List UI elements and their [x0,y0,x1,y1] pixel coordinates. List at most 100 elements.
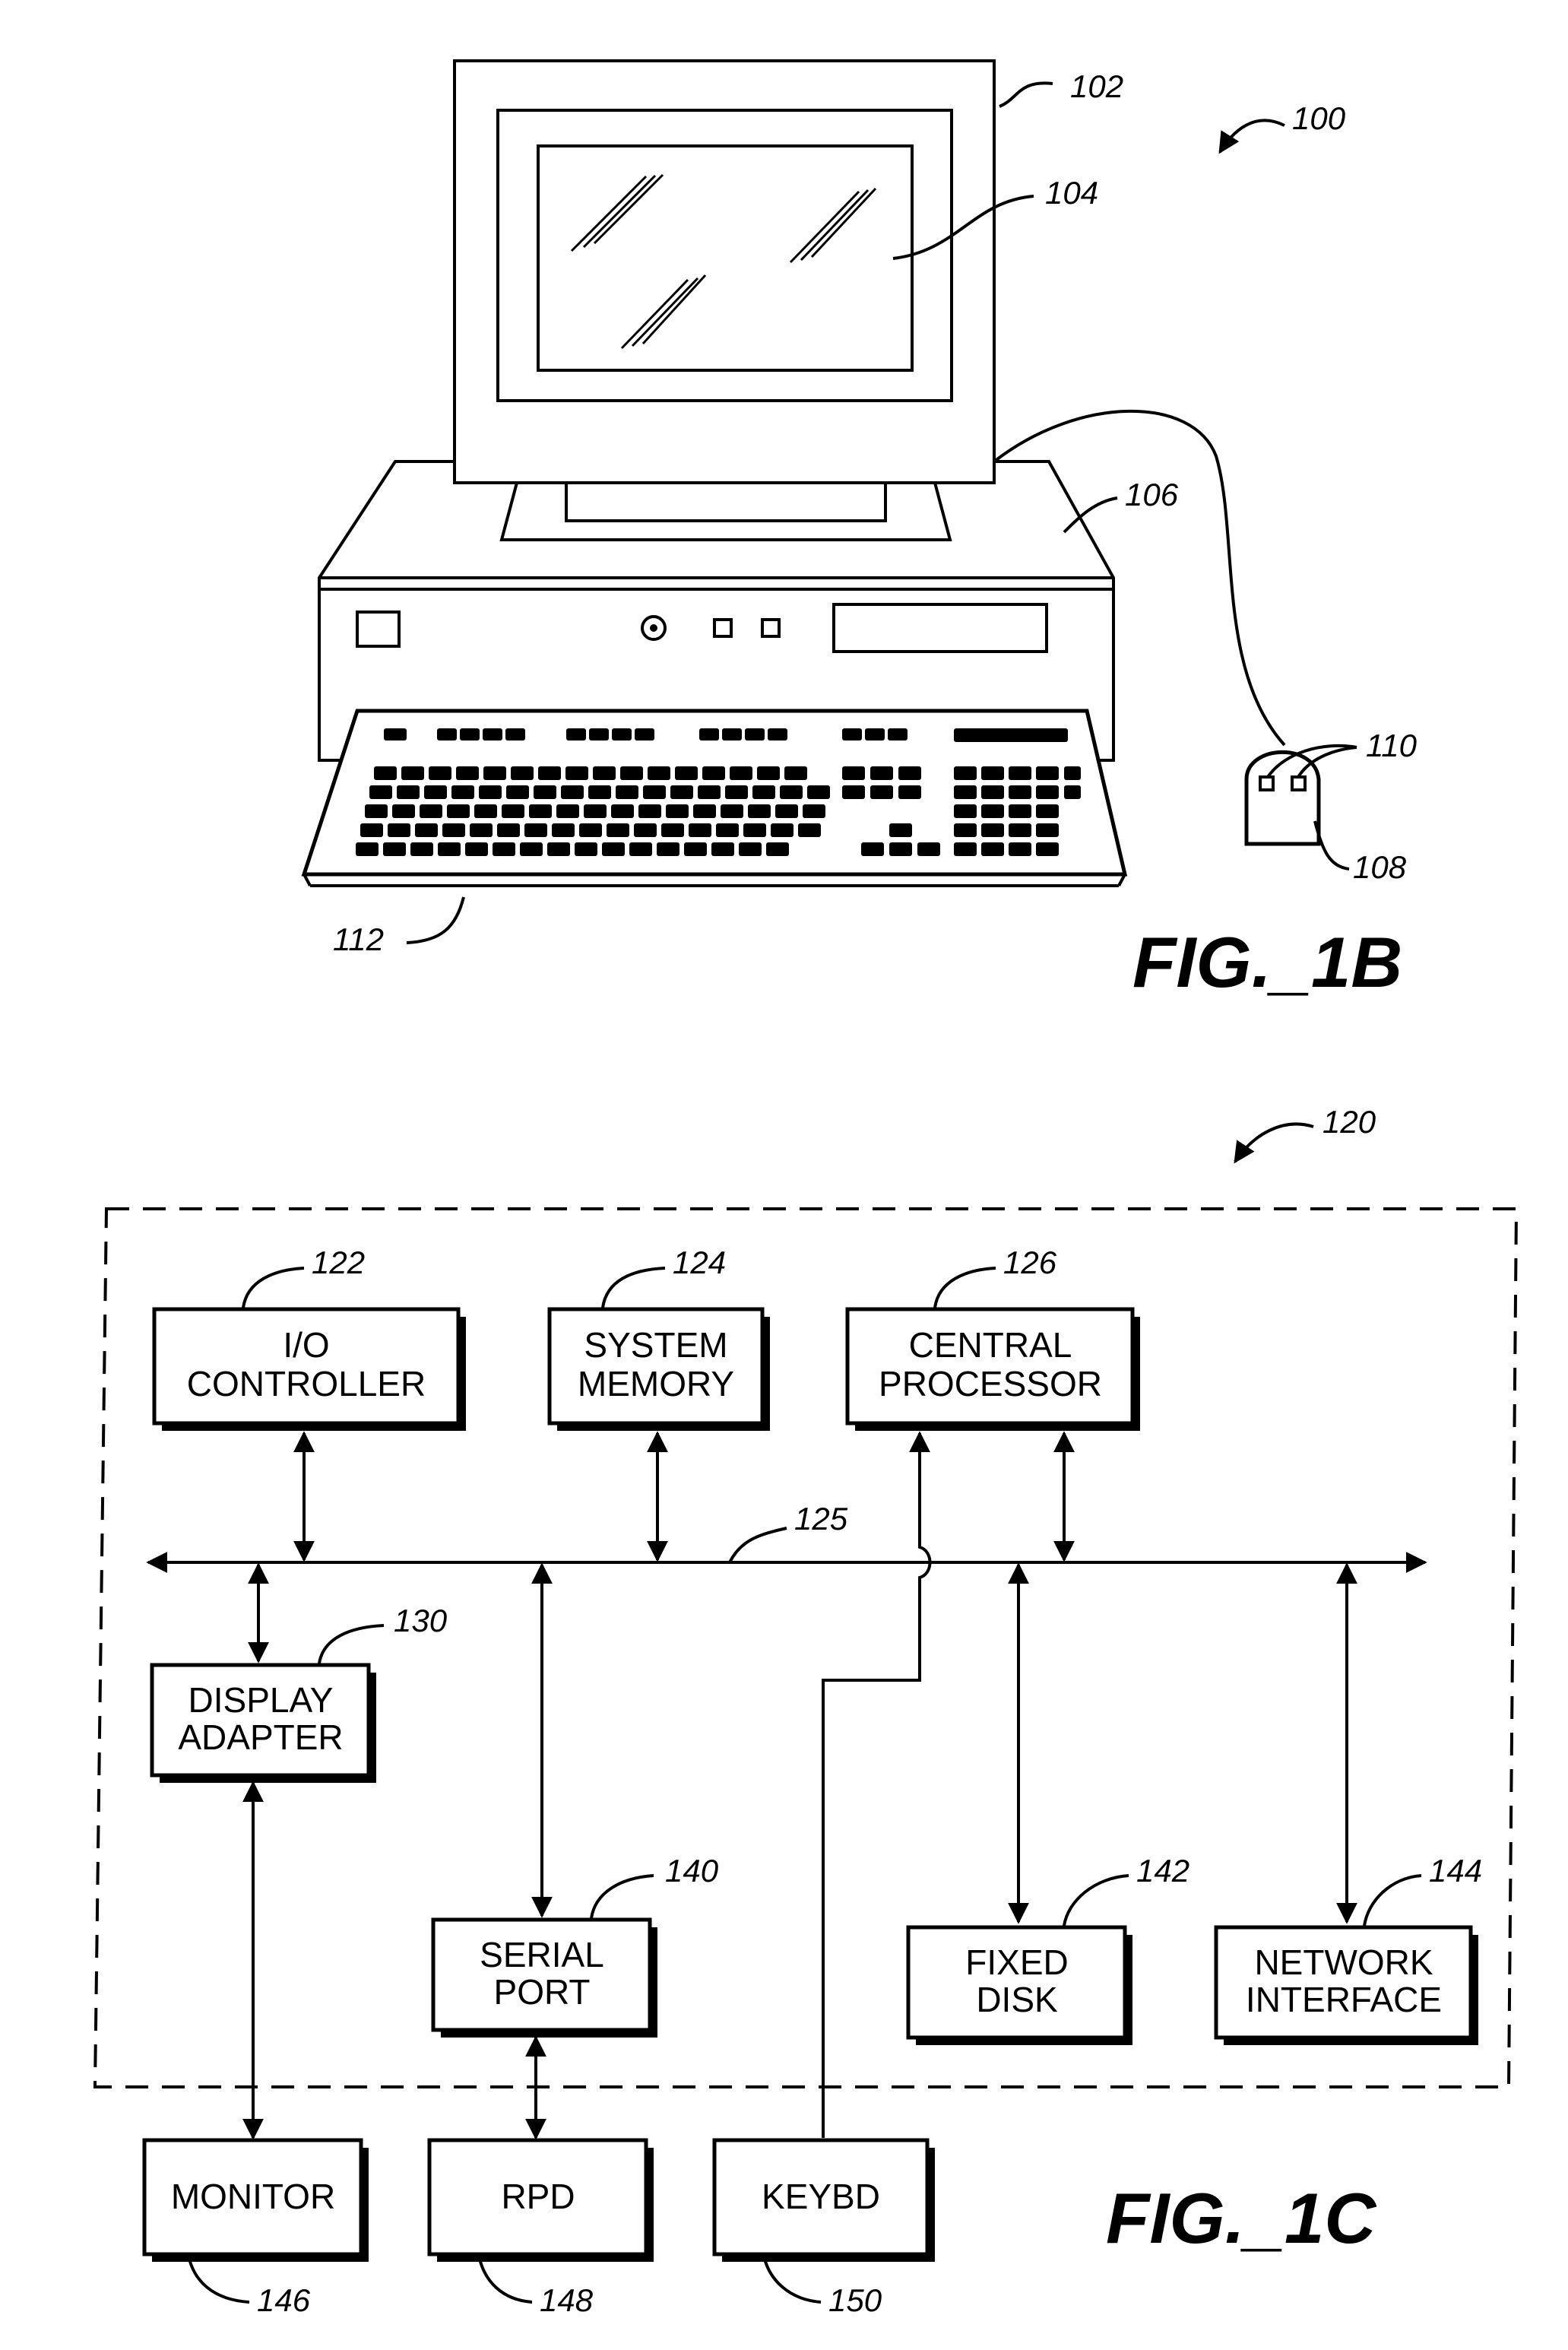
keyboard-key [766,842,789,856]
keyboard-key [552,823,575,837]
keyboard-key [870,785,893,799]
keyboard-key [1036,823,1059,837]
block-label-line2: DISK [976,1980,1058,2019]
keyboard-key [1009,785,1031,799]
keyboard-key [1036,804,1059,818]
network-interface-block: NETWORK INTERFACE 144 [1216,1853,1482,2045]
keyboard-key [648,766,670,780]
keyboard-key [616,785,638,799]
ref-146: 146 [257,2282,311,2318]
keyboard-key [465,842,488,856]
keyboard-key [565,766,588,780]
keyboard-key [620,766,643,780]
keyboard-key [1036,785,1059,799]
keyboard-key [356,842,379,856]
block-label-line1: SERIAL [480,1935,604,1974]
keyboard-key [483,728,502,741]
keyboard-key [743,823,766,837]
keyboard-key [842,728,862,741]
block-label-line1: CENTRAL [909,1325,1072,1365]
keyboard-key [607,823,629,837]
keyboard-key [506,785,529,799]
keyboard-key [675,766,698,780]
keyboard-key [602,842,625,856]
keyboard-key [981,766,1004,780]
block-label-line2: INTERFACE [1246,1980,1442,2019]
keyboard-key [784,766,807,780]
keyboard-key [693,804,716,818]
keyboard-key [1064,785,1081,799]
keyboard-key [420,804,442,818]
keyboard-key [556,804,579,818]
keyboard-key [437,728,457,741]
keyboard-key [721,804,743,818]
ref-142: 142 [1136,1853,1189,1889]
keyboard-key [670,785,693,799]
keyboard-key [803,804,825,818]
keyboard-key [981,823,1004,837]
block-label-line1: SYSTEM [584,1325,727,1365]
keyboard-key [842,785,865,799]
keyboard-key [865,728,885,741]
ref-100: 100 [1292,100,1346,136]
keyboard-key [397,785,420,799]
ref-110: 110 [1366,728,1418,763]
keyboard-key [954,842,977,856]
keyboard-key [842,766,865,780]
keyboard-key [745,728,765,741]
keyboard-key [497,823,520,837]
keyboard-key [757,766,780,780]
ref-126: 126 [1003,1245,1057,1280]
block-label-line2: CONTROLLER [187,1364,426,1403]
block-label-line2: ADAPTER [178,1717,343,1757]
keyboard-key [807,785,830,799]
keyboard-key [629,842,652,856]
keyboard-key [1009,766,1031,780]
keyboard-key [479,785,502,799]
keyboard-key [954,766,977,780]
monitor-drawing [455,61,994,540]
keyboard-key [725,785,748,799]
keyboard-key [780,785,803,799]
keyboard-key [566,728,586,741]
fig-1c-block-diagram: 120 125 I/O CONTROLLER 122 [95,1104,1516,2318]
keyboard-key [698,785,721,799]
keyboard-key [493,842,515,856]
keyboard-key [360,823,383,837]
block-label-line1: DISPLAY [188,1680,334,1720]
keyboard-key [716,823,739,837]
keyboard-key [661,823,684,837]
keyboard-key [584,804,607,818]
keyboard-key [470,823,493,837]
keyboard-key [635,728,654,741]
keyboard-key [898,766,921,780]
keybd-block: KEYBD 150 [714,2140,935,2318]
keyboard-key [1036,766,1059,780]
block-label-line1: FIXED [965,1942,1068,1982]
keyboard-key [1036,842,1059,856]
keyboard-key [460,728,480,741]
keyboard-key [1009,804,1031,818]
keyboard-key [981,785,1004,799]
keyboard-key [666,804,689,818]
block-label: KEYBD [762,2177,880,2216]
block-label-line2: MEMORY [578,1364,734,1403]
keyboard-key [699,728,719,741]
ref-125: 125 [794,1501,848,1537]
keyboard-key [657,842,679,856]
block-label-line1: NETWORK [1254,1942,1433,1982]
ref-122: 122 [312,1245,365,1280]
keyboard-key [447,804,470,818]
keyboard-key [634,823,657,837]
keyboard-key [410,842,433,856]
keyboard-key [483,766,506,780]
keyboard-key [392,804,415,818]
keyboard-key [954,785,977,799]
keyboard-drawing [304,711,1125,886]
keyboard-key [1009,823,1031,837]
keyboard-key [771,823,794,837]
keyboard-key [730,766,752,780]
block-label-line2: PORT [494,1972,591,2012]
rpd-block: RPD 148 [429,2140,654,2318]
